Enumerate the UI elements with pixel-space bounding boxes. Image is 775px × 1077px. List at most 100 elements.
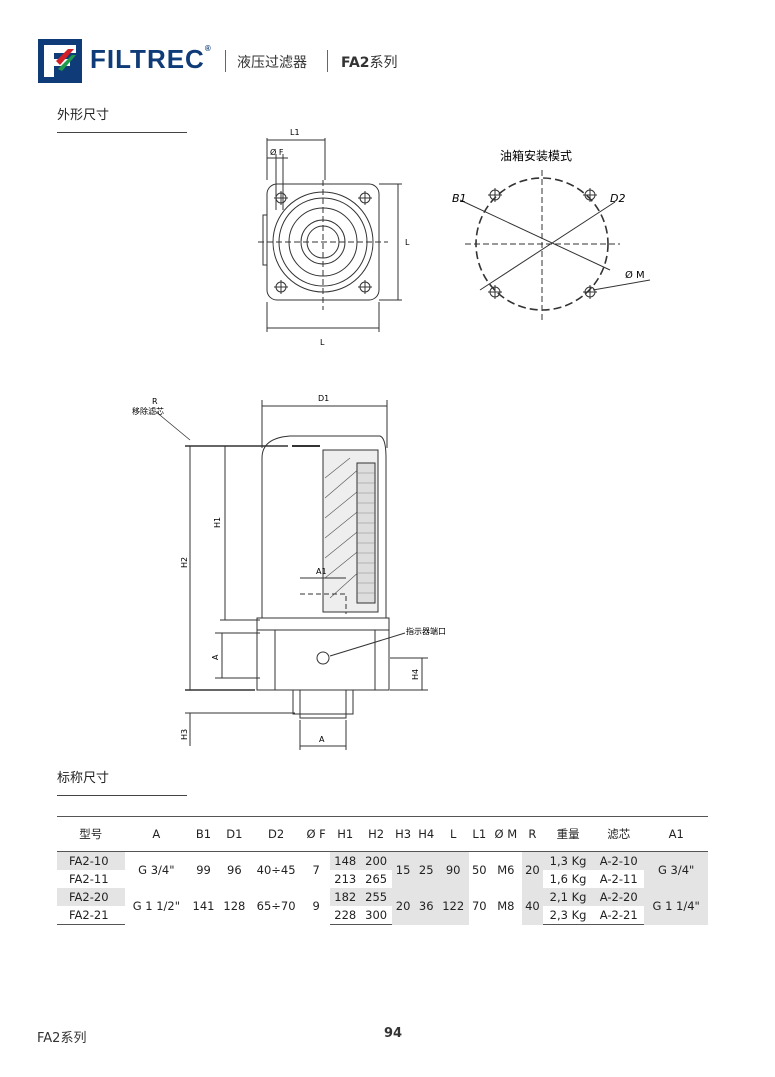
cell-l: 122 <box>437 888 469 925</box>
label-r: R <box>152 397 158 406</box>
label-phi-f: Ø F <box>270 147 284 157</box>
table-row: FA2-10 G 3/4" 99 96 40÷45 7 148 200 15 2… <box>57 851 708 888</box>
cell-h1: 182 <box>329 888 361 906</box>
cell-h1: 148 <box>329 851 361 870</box>
header-divider <box>327 50 328 72</box>
label-h2: H2 <box>180 557 189 568</box>
col-a1: A1 <box>644 816 708 852</box>
col-weight: 重量 <box>543 816 594 852</box>
section-rule <box>57 795 187 796</box>
col-r: R <box>521 816 544 852</box>
cell-b1: 141 <box>192 899 215 914</box>
col-a: A <box>124 816 189 852</box>
top-view-drawing: L1 Ø F L L <box>258 128 410 347</box>
cell-d1: 96 <box>227 863 242 877</box>
cell-a1: G 3/4" <box>644 851 708 888</box>
mounting-pattern-drawing: 油箱安装模式 B1 D2 Ø M <box>452 148 651 320</box>
label-l-side: L <box>405 238 410 247</box>
label-b1: B1 <box>452 192 467 205</box>
label-phi-m: Ø M <box>625 269 645 281</box>
cell-element: A-2-20 <box>593 888 645 906</box>
table-row: FA2-20 G 1 1/2" 141 128 65÷70 9 182 255 … <box>57 888 708 925</box>
header-divider <box>225 50 226 72</box>
cell-d2: 65÷70 <box>256 899 296 914</box>
cell-h3: 15 <box>391 851 415 888</box>
cell-h2: 255 <box>360 888 392 906</box>
label-l1: L1 <box>290 128 300 137</box>
cell-a1: G 1 1/4" <box>644 888 708 925</box>
cell-model: FA2-21 <box>57 906 125 925</box>
cell-h1: 228 <box>329 906 361 925</box>
cell-element: A-2-21 <box>593 906 645 925</box>
cell-model: FA2-10 <box>57 851 125 870</box>
header-category: 液压过滤器 <box>237 55 307 71</box>
col-model: 型号 <box>57 816 125 852</box>
col-l1: L1 <box>468 816 490 852</box>
cell-f: 7 <box>312 863 320 877</box>
mount-title: 油箱安装模式 <box>500 148 572 163</box>
cell-r: 40 <box>521 888 544 925</box>
label-h4: H4 <box>411 669 420 680</box>
col-h3: H3 <box>391 816 415 852</box>
label-d2: D2 <box>610 192 625 205</box>
cell-weight: 1,6 Kg <box>549 872 587 886</box>
cell-a: G 1 1/2" <box>132 899 181 914</box>
col-d2: D2 <box>249 816 303 852</box>
cell-l: 90 <box>437 851 469 888</box>
col-b1: B1 <box>188 816 219 852</box>
label-a-bottom: A <box>319 735 325 744</box>
table-row: FA2-21 228 300 2,3 Kg A-2-21 <box>57 906 708 925</box>
section-title-outline: 外形尺寸 <box>57 108 110 123</box>
cell-weight: 1,3 Kg <box>543 851 594 870</box>
label-a1: A1 <box>316 567 327 576</box>
col-m: Ø M <box>490 816 522 852</box>
cell-h2: 200 <box>360 851 392 870</box>
cell-b1: 99 <box>196 863 211 877</box>
cell-a: G 3/4" <box>138 863 175 877</box>
footer-series: FA2系列 <box>37 1031 87 1046</box>
cell-r: 20 <box>521 851 544 888</box>
col-h2: H2 <box>360 816 392 852</box>
table-row: FA2-11 213 265 1,6 Kg A-2-11 <box>57 870 708 888</box>
label-a-left: A <box>211 654 220 660</box>
header-series: FA2系列 <box>341 55 398 71</box>
cell-element: A-2-10 <box>593 851 645 870</box>
col-f: Ø F <box>302 816 330 852</box>
cell-h4: 25 <box>414 851 438 888</box>
cell-model: FA2-20 <box>57 888 125 906</box>
side-view-drawing: R 移除滤芯 D1 H1 H2 A1 指示器端口 A H4 H3 A <box>132 394 446 750</box>
cell-f: 9 <box>312 899 320 914</box>
col-element: 滤芯 <box>593 816 645 852</box>
spec-table: 型号 A B1 D1 D2 Ø F H1 H2 H3 H4 L L1 Ø M R… <box>57 816 708 925</box>
cell-h3: 20 <box>391 888 415 925</box>
cell-weight: 2,3 Kg <box>543 906 594 925</box>
page-number: 94 <box>384 1026 403 1041</box>
cell-l1: 70 <box>471 899 487 914</box>
brand-name: FILTREC® <box>90 44 212 74</box>
cell-d1: 128 <box>223 899 246 914</box>
label-h3: H3 <box>180 729 189 740</box>
cell-model: FA2-11 <box>69 872 109 886</box>
cell-h2: 265 <box>365 872 388 886</box>
label-l-bottom: L <box>320 338 325 347</box>
label-remove: 移除滤芯 <box>132 406 164 416</box>
cell-h4: 36 <box>414 888 438 925</box>
label-indicator-port: 指示器端口 <box>406 626 446 636</box>
table-header-row: 型号 A B1 D1 D2 Ø F H1 H2 H3 H4 L L1 Ø M R… <box>57 816 708 852</box>
cell-weight: 2,1 Kg <box>543 888 594 906</box>
cell-d2: 40÷45 <box>256 863 296 877</box>
filtrec-logo <box>38 39 82 83</box>
cell-m: M8 <box>497 899 515 914</box>
cell-l1: 50 <box>471 863 487 877</box>
col-d1: D1 <box>218 816 250 852</box>
cell-m: M6 <box>497 863 515 877</box>
cell-h2: 300 <box>360 906 392 925</box>
section-title-nominal: 标称尺寸 <box>57 771 110 786</box>
col-h1: H1 <box>329 816 361 852</box>
cell-h1: 213 <box>334 872 357 886</box>
col-l: L <box>437 816 469 852</box>
cell-element: A-2-11 <box>599 872 638 886</box>
col-h4: H4 <box>414 816 438 852</box>
label-d1: D1 <box>318 394 329 403</box>
section-rule <box>57 132 187 133</box>
